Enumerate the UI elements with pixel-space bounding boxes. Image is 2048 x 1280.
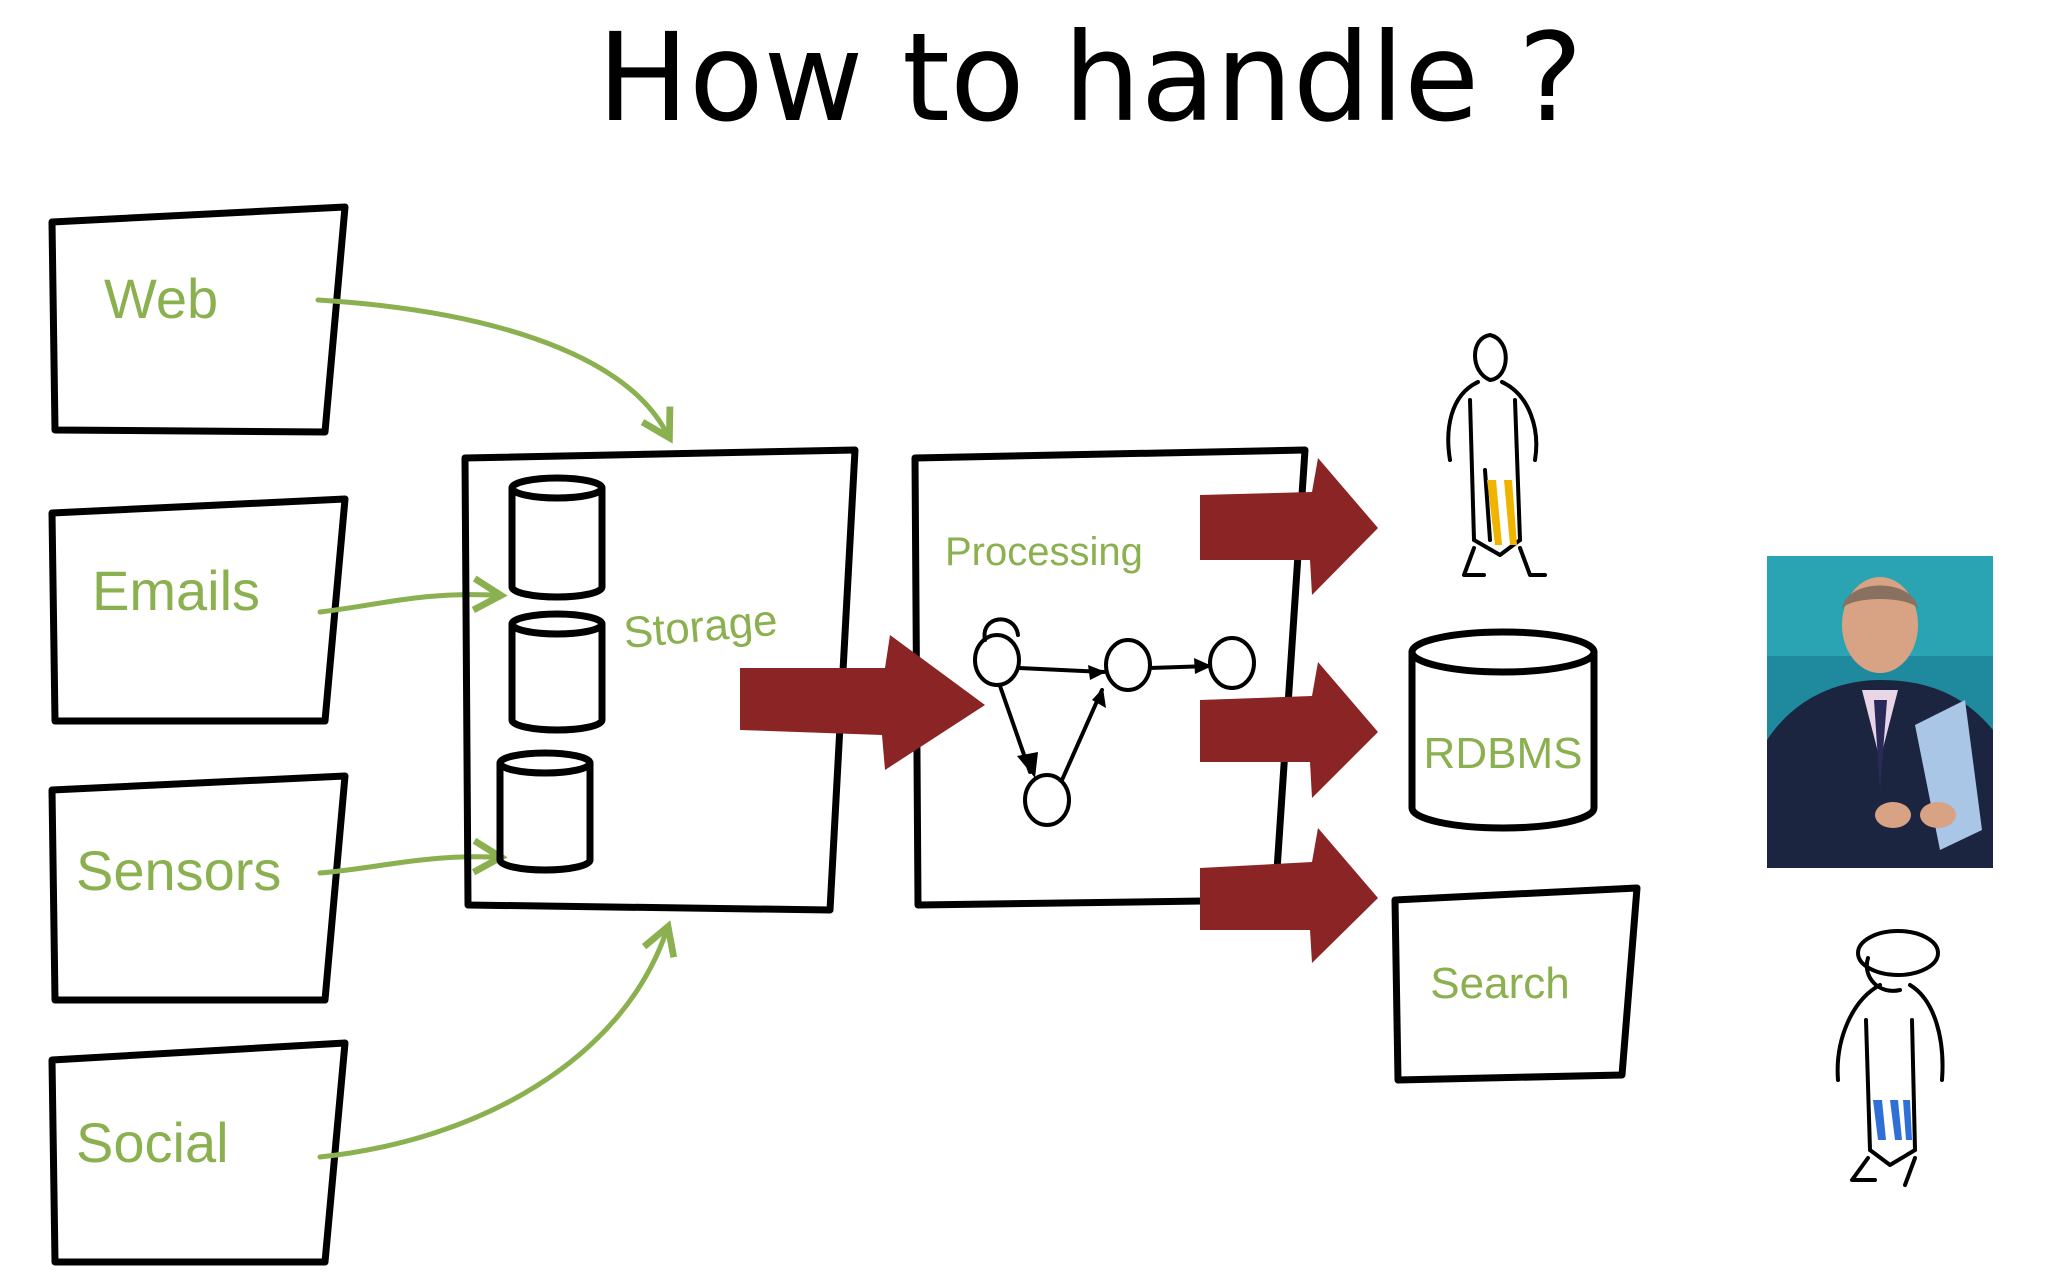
source-sensors-box: Sensors — [48, 772, 349, 1004]
search-label: Search — [1430, 959, 1569, 1008]
rdbms-label: RDBMS — [1424, 729, 1583, 778]
person-with-hat-sketch-icon — [1835, 929, 1945, 1187]
source-box-outline — [48, 495, 349, 725]
search-box: Search — [1391, 884, 1641, 1084]
source-web-box: Web — [48, 203, 349, 436]
source-emails-box: Emails — [48, 495, 349, 725]
source-box-outline — [48, 772, 349, 1004]
person-sketch-icon — [1446, 333, 1547, 577]
source-sensors-label: Sensors — [76, 839, 281, 902]
graph-network-icon — [973, 617, 1256, 827]
storage-box: Storage — [461, 446, 859, 914]
slide-title: How to handle ? — [597, 7, 1583, 149]
storage-box-outline — [461, 446, 859, 914]
processing-to-search-arrow — [1200, 828, 1378, 963]
source-box-outline — [48, 1039, 349, 1266]
social-to-storage-arrow — [317, 920, 678, 1160]
source-emails-label: Emails — [92, 559, 260, 622]
processing-label: Processing — [945, 530, 1143, 574]
storage-to-processing-arrow — [740, 635, 985, 770]
database-cylinder-icon — [508, 474, 606, 601]
database-cylinder-icon — [496, 749, 594, 874]
man-in-suit-photo — [1767, 556, 1993, 868]
processing-to-rdbms-arrow — [1200, 662, 1378, 798]
source-web-label: Web — [104, 267, 218, 330]
web-to-storage-arrow — [315, 297, 674, 444]
processing-to-user-arrow — [1200, 458, 1378, 595]
source-box-outline — [48, 203, 349, 436]
storage-label: Storage — [622, 596, 780, 658]
database-cylinder-icon — [508, 610, 606, 734]
source-social-label: Social — [76, 1111, 229, 1174]
search-box-outline — [1391, 884, 1641, 1084]
rdbms-database: RDBMS — [1408, 628, 1598, 832]
source-social-box: Social — [48, 1039, 349, 1266]
